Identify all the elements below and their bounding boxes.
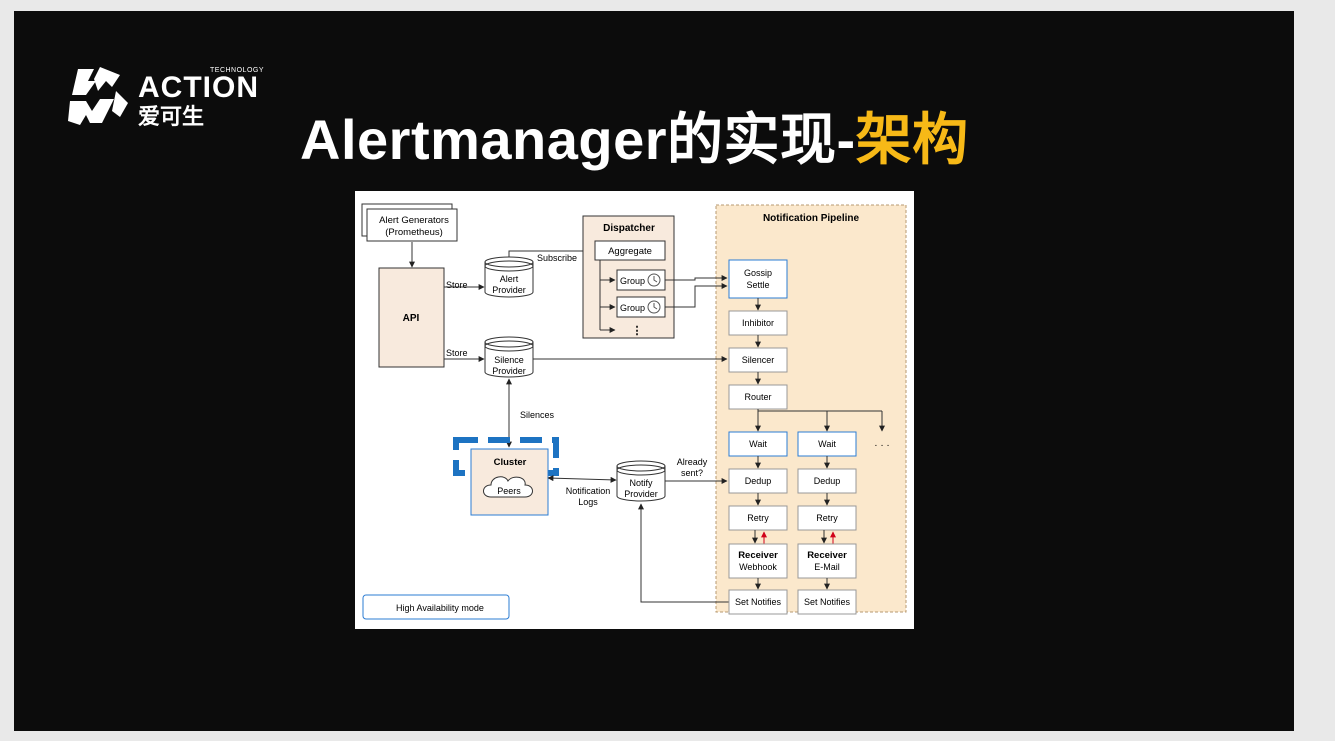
- ha-mode-legend: High Availability mode: [362, 594, 510, 620]
- retry-label-1: Retry: [747, 513, 769, 523]
- page-title-accent: 架构: [855, 108, 969, 171]
- receiver-title-2: Receiver: [807, 550, 847, 561]
- architecture-diagram: Notification Pipeline Alert Generators (…: [355, 191, 914, 629]
- silence-provider-line1: Silence: [494, 355, 524, 365]
- set-notifies-node-2: Set Notifies: [797, 589, 857, 615]
- dedup-label-1: Dedup: [745, 476, 772, 486]
- group-label-2: Group: [620, 303, 645, 313]
- notification-logs-line2: Logs: [578, 497, 598, 507]
- group-label-1: Group: [620, 276, 645, 286]
- peers-cloud-icon: [483, 476, 533, 498]
- page-title-main: Alertmanager的实现-: [300, 108, 856, 171]
- clock-icon: [647, 273, 661, 287]
- silence-provider-db: Silence Provider: [484, 336, 534, 378]
- architecture-diagram-svg: Notification Pipeline Alert Generators (…: [361, 203, 907, 620]
- dispatcher-more: ⋮: [632, 325, 643, 337]
- alert-generators-node: Alert Generators (Prometheus): [361, 203, 458, 242]
- action-logo-icon: [68, 67, 128, 125]
- router-label: Router: [744, 392, 771, 402]
- dedup-node-1: Dedup: [728, 468, 788, 494]
- set-notifies-label-2: Set Notifies: [804, 597, 851, 607]
- pipeline-title: Notification Pipeline: [763, 213, 860, 224]
- clock-icon: [647, 300, 661, 314]
- action-logo: TECHNOLOGY ACTION 爱可生: [66, 65, 276, 135]
- already-sent-line1: Already: [677, 457, 708, 467]
- receiver-name-2: E-Mail: [814, 562, 840, 572]
- silencer-node: Silencer: [728, 347, 788, 373]
- alert-provider-line1: Alert: [500, 274, 519, 284]
- set-notifies-label-1: Set Notifies: [735, 597, 782, 607]
- already-sent-line2: sent?: [681, 468, 703, 478]
- dedup-label-2: Dedup: [814, 476, 841, 486]
- notify-provider-db: Notify Provider: [616, 460, 666, 502]
- receiver-title-1: Receiver: [738, 550, 778, 561]
- dispatcher-title: Dispatcher: [603, 223, 655, 234]
- alert-generators-line2: (Prometheus): [385, 227, 443, 238]
- wait-node-2: Wait: [797, 431, 857, 457]
- dispatcher-node: Dispatcher Aggregate Group Group: [582, 215, 675, 339]
- gossip-line2: Settle: [746, 280, 769, 290]
- receiver-name-1: Webhook: [739, 562, 777, 572]
- router-node: Router: [728, 384, 788, 410]
- routes-more: · · ·: [874, 440, 890, 451]
- slide: TECHNOLOGY ACTION 爱可生 Alertmanager的实现-架构…: [14, 11, 1294, 731]
- peers-label: Peers: [497, 486, 521, 496]
- receiver-node-2: Receiver E-Mail: [797, 543, 857, 579]
- aggregate-label: Aggregate: [608, 246, 652, 257]
- ha-mode-label: High Availability mode: [396, 603, 484, 613]
- cluster-node: Cluster Peers: [453, 437, 559, 516]
- api-label: API: [403, 313, 420, 324]
- silence-provider-line2: Provider: [492, 366, 526, 376]
- gossip-line1: Gossip: [744, 268, 772, 278]
- wait-label-2: Wait: [818, 439, 836, 449]
- inhibitor-node: Inhibitor: [728, 310, 788, 336]
- retry-label-2: Retry: [816, 513, 838, 523]
- logo-chinese-name: 爱可生: [138, 104, 205, 129]
- notification-logs-line1: Notification: [566, 486, 611, 496]
- set-notifies-node-1: Set Notifies: [728, 589, 788, 615]
- logo-brand: ACTION: [138, 71, 259, 104]
- notify-provider-line2: Provider: [624, 489, 658, 499]
- receiver-node-1: Receiver Webhook: [728, 543, 788, 579]
- gossip-settle-node: Gossip Settle: [728, 259, 788, 299]
- inhibitor-label: Inhibitor: [742, 318, 774, 328]
- retry-node-2: Retry: [797, 505, 857, 531]
- wait-label-1: Wait: [749, 439, 767, 449]
- api-node: API: [378, 267, 445, 368]
- cluster-title: Cluster: [494, 457, 527, 468]
- subscribe-label: Subscribe: [537, 253, 577, 263]
- store-label-1: Store: [446, 280, 468, 290]
- alert-provider-db: Alert Provider: [484, 256, 534, 298]
- logo-tagline: TECHNOLOGY: [210, 67, 265, 74]
- dedup-node-2: Dedup: [797, 468, 857, 494]
- alert-generators-line1: Alert Generators: [379, 215, 449, 226]
- page-title: Alertmanager的实现-架构: [300, 95, 969, 176]
- wait-node-1: Wait: [728, 431, 788, 457]
- alert-provider-line2: Provider: [492, 285, 526, 295]
- silences-label: Silences: [520, 410, 555, 420]
- notify-provider-line1: Notify: [629, 478, 653, 488]
- store-label-2: Store: [446, 348, 468, 358]
- retry-node-1: Retry: [728, 505, 788, 531]
- silencer-label: Silencer: [742, 355, 775, 365]
